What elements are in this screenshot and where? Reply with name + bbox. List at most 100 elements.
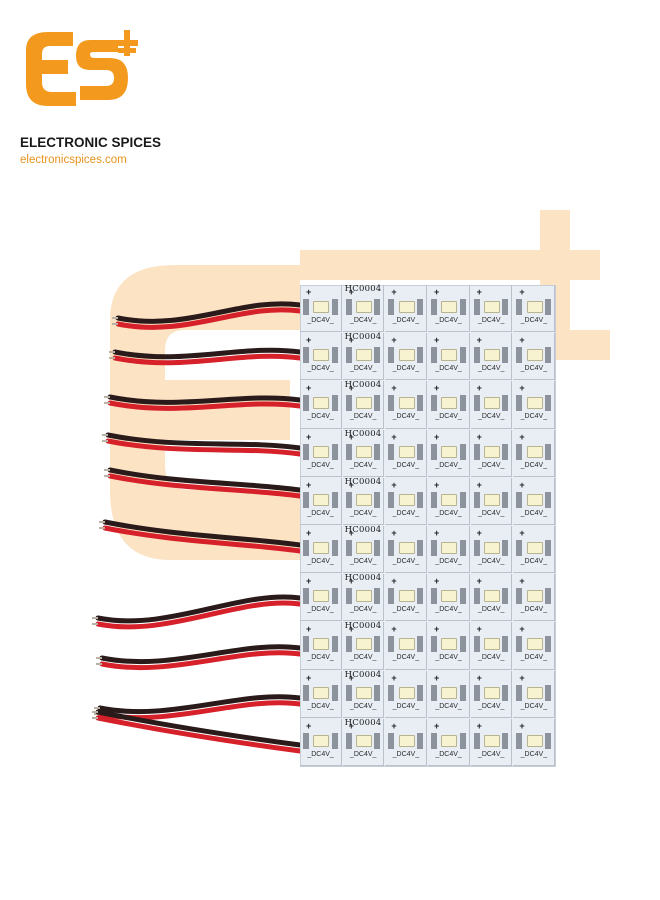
smd-led-chip <box>355 734 372 747</box>
solder-pad <box>473 443 480 460</box>
solder-pad <box>416 636 423 653</box>
smd-led-chip <box>313 493 330 506</box>
module-voltage-label: _DC4V_ <box>392 365 420 373</box>
module-voltage-label: _DC4V_ <box>477 702 505 710</box>
module-voltage-label: _DC4V_ <box>435 365 462 373</box>
solder-pad <box>331 443 338 460</box>
smd-led-chip <box>355 686 372 699</box>
polarity-mark: + <box>519 576 525 587</box>
polarity-mark: + <box>391 672 397 683</box>
smd-led-chip <box>441 493 458 506</box>
polarity-mark: + <box>519 672 525 683</box>
black-wire <box>115 301 303 324</box>
module-voltage-label: _DC4V_ <box>349 317 377 324</box>
smd-led-chip <box>313 590 330 603</box>
solder-pad <box>303 684 309 701</box>
led-module: +_DC4V_ <box>385 333 427 381</box>
polarity-mark: + <box>476 720 482 731</box>
led-module: +_DC4V_ <box>300 526 342 574</box>
led-module: +_DC4V_ <box>513 622 555 670</box>
smd-led-chip <box>398 638 415 651</box>
module-voltage-label: _DC4V_ <box>392 317 420 324</box>
polarity-mark: + <box>348 720 354 731</box>
led-module: +_DC4V_ <box>300 574 342 622</box>
red-wire <box>105 438 303 457</box>
solder-pad <box>502 347 509 364</box>
polarity-mark: + <box>306 672 312 683</box>
module-voltage-label: _DC4V_ <box>435 702 462 710</box>
led-module: +_DC4V_ <box>470 670 513 718</box>
led-module: +_DC4V_ <box>385 381 427 429</box>
polarity-mark: + <box>391 624 397 635</box>
led-module: +_DC4V_ <box>513 381 555 429</box>
smd-led-chip <box>483 542 500 554</box>
smd-led-chip <box>398 493 415 506</box>
module-voltage-label: _DC4V_ <box>392 654 420 662</box>
solder-pad <box>374 588 381 605</box>
led-module: +_DC4V_ <box>300 477 342 525</box>
smd-led-chip <box>398 590 415 603</box>
module-code-label: HC0004 <box>344 525 382 535</box>
module-code-label: HC0004 <box>344 428 382 439</box>
module-voltage-label: _DC4V_ <box>477 509 505 517</box>
solder-pad <box>502 636 509 653</box>
solder-pad <box>544 732 551 749</box>
solder-pad <box>331 347 338 364</box>
polarity-mark: + <box>476 528 482 538</box>
smd-led-chip <box>483 686 500 699</box>
smd-led-chip <box>441 590 458 603</box>
solder-pad <box>374 684 381 701</box>
module-code-label: HC0004 <box>344 573 382 584</box>
polarity-mark: + <box>306 624 312 635</box>
module-voltage-label: _DC4V_ <box>477 365 505 373</box>
solder-pad <box>303 491 309 508</box>
solder-pad <box>516 540 523 556</box>
module-voltage-label: _DC4V_ <box>435 509 462 517</box>
smd-led-chip <box>313 686 330 699</box>
solder-pad <box>459 443 466 460</box>
led-module: +_DC4V_ <box>470 333 513 381</box>
smd-led-chip <box>355 493 372 506</box>
brand-logo: ELECTRONIC SPICES electronicspices.com <box>18 20 218 180</box>
led-module: +_DC4V_ <box>385 526 427 574</box>
solder-pad <box>374 299 381 315</box>
module-voltage-label: _DC4V_ <box>349 750 377 758</box>
solder-pad <box>331 395 338 412</box>
module-voltage-label: _DC4V_ <box>477 317 505 324</box>
smd-led-chip <box>483 301 500 313</box>
solder-pad <box>331 636 338 653</box>
brand-name: ELECTRONIC SPICES <box>20 135 162 150</box>
polarity-mark: + <box>519 383 525 394</box>
solder-pad <box>345 491 352 508</box>
led-module: +_DC4V_ <box>428 285 470 333</box>
solder-pad <box>431 684 437 701</box>
polarity-mark: + <box>391 431 397 442</box>
smd-led-chip <box>355 301 372 313</box>
solder-pad <box>388 299 395 315</box>
smd-led-chip <box>483 349 500 362</box>
module-voltage-label: _DC4V_ <box>392 702 420 710</box>
module-voltage-label: _DC4V_ <box>349 654 377 662</box>
solder-pad <box>431 395 437 412</box>
smd-led-chip <box>441 301 458 313</box>
solder-pad <box>388 395 395 412</box>
led-module: + _DC4V_ <box>385 622 427 670</box>
red-wire <box>112 353 303 366</box>
solder-pad <box>416 540 423 556</box>
module-voltage-label: _DC4V_ <box>435 558 462 565</box>
polarity-mark: + <box>519 287 525 297</box>
led-module: +HC0004_DC4V_ <box>342 428 385 477</box>
electronic-spices-logo-icon <box>26 30 138 106</box>
led-module: +_DC4V_ <box>385 429 427 477</box>
module-voltage-label: _DC4V_ <box>307 365 334 373</box>
module-voltage-label: _DC4V_ <box>477 654 505 662</box>
smd-led-chip <box>526 542 543 554</box>
solder-pad <box>345 588 352 605</box>
red-wire <box>102 525 303 554</box>
smd-led-chip <box>441 445 458 458</box>
module-voltage-label: _DC4V_ <box>520 750 548 758</box>
solder-pad <box>502 684 509 701</box>
polarity-mark: + <box>306 335 312 346</box>
solder-pad <box>502 395 509 412</box>
smd-led-chip <box>526 397 543 410</box>
